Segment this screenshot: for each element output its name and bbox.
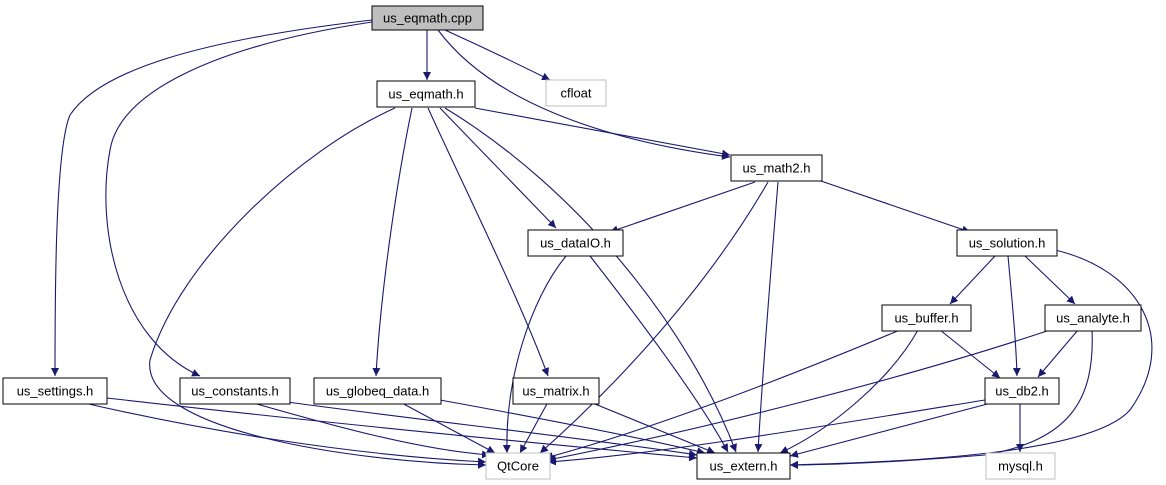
node-label: us_constants.h: [191, 384, 278, 399]
node-us-db2-h[interactable]: us_db2.h: [984, 377, 1060, 405]
node-label: us_dataIO.h: [540, 236, 611, 251]
edge-us-eqmath-cpp-to-us-settings-h: [51, 19, 373, 377]
edge-us-db2-h-to-us-extern-h: [789, 401, 996, 458]
edge-us-solution-h-to-us-analyte-h: [1024, 255, 1076, 305]
edge-us-globeq-data-h-to-qtcore: [399, 401, 496, 454]
node-label: QtCore: [497, 459, 539, 474]
node-label: us_eqmath.h: [388, 87, 463, 102]
edge-us-buffer-h-to-qtcore: [544, 329, 901, 460]
edge-us-matrix-h-to-us-extern-h: [589, 401, 716, 454]
edge-us-constants-h-to-qtcore: [249, 401, 491, 459]
edge-us-buffer-h-to-us-db2-h: [939, 329, 1001, 379]
edge-us-settings-h-to-us-extern-h: [106, 397, 698, 462]
edge-us-eqmath-h-to-us-extern-h: [444, 107, 737, 453]
node-label: us_matrix.h: [522, 384, 589, 399]
edge-us-analyte-h-to-us-db2-h: [1037, 329, 1079, 378]
node-label: us_db2.h: [995, 384, 1049, 399]
node-label: cfloat: [560, 86, 591, 101]
edge-us-globeq-data-h-to-us-extern-h: [439, 399, 706, 456]
edge-us-eqmath-cpp-to-us-constants-h: [105, 21, 373, 377]
edge-us-solution-h-to-us-db2-h: [1007, 255, 1021, 377]
node-label: us_settings.h: [17, 384, 94, 399]
node-label: us_math2.h: [743, 161, 811, 176]
edge-us-settings-h-to-qtcore: [79, 401, 487, 466]
node-us-settings-h[interactable]: us_settings.h: [2, 377, 108, 405]
edge-us-constants-h-to-us-extern-h: [286, 401, 698, 458]
node-us-extern-h[interactable]: us_extern.h: [696, 452, 791, 480]
edge-us-math2-h-to-us-extern-h: [754, 181, 779, 453]
edge-us-matrix-h-to-qtcore: [519, 401, 549, 454]
edge-us-analyte-h-to-us-extern-h: [789, 329, 1093, 469]
node-us-analyte-h[interactable]: us_analyte.h: [1044, 304, 1142, 332]
edge-us-eqmath-cpp-to-cfloat: [444, 29, 551, 81]
node-label: us_buffer.h: [894, 311, 958, 326]
edge-us-eqmath-h-to-us-globeq-data-h: [372, 107, 413, 377]
edge-us-eqmath-h-to-us-math2-h: [474, 107, 731, 158]
edge-us-analyte-h-to-qtcore: [547, 329, 1051, 463]
node-qtcore[interactable]: QtCore: [485, 452, 551, 480]
edge-us-eqmath-h-to-us-matrix-h: [427, 107, 549, 377]
edge-us-eqmath-cpp-to-us-math2-h: [437, 29, 731, 160]
edge-us-math2-h-to-us-solution-h: [817, 179, 971, 234]
node-label: us_eqmath.cpp: [383, 11, 472, 26]
node-us-constants-h[interactable]: us_constants.h: [179, 377, 291, 405]
node-us-eqmath-h[interactable]: us_eqmath.h: [376, 80, 476, 108]
node-cfloat[interactable]: cfloat: [545, 79, 607, 107]
node-label: mysql.h: [998, 459, 1043, 474]
node-mysql-h[interactable]: mysql.h: [985, 452, 1056, 480]
nodes-layer: us_eqmath.cpp cfloat us_eqmath.h us_math…: [2, 5, 1142, 480]
node-label: us_extern.h: [710, 459, 778, 474]
edge-us-eqmath-h-to-us-dataio-h: [439, 107, 557, 229]
node-us-solution-h[interactable]: us_solution.h: [956, 229, 1058, 257]
edge-us-solution-h-to-us-extern-h: [789, 249, 1153, 469]
node-us-globeq-data-h[interactable]: us_globeq_data.h: [313, 377, 442, 405]
edge-us-eqmath-h-to-qtcore: [149, 107, 487, 469]
edge-us-dataio-h-to-qtcore: [502, 255, 567, 454]
node-us-buffer-h[interactable]: us_buffer.h: [881, 304, 972, 332]
node-us-eqmath-cpp[interactable]: us_eqmath.cpp: [371, 5, 484, 31]
node-us-matrix-h[interactable]: us_matrix.h: [512, 377, 600, 405]
edge-us-db2-h-to-qtcore: [547, 399, 986, 466]
edge-us-dataio-h-to-us-extern-h: [589, 255, 729, 453]
edge-us-math2-h-to-us-dataio-h: [609, 181, 756, 234]
node-label: us_solution.h: [969, 236, 1046, 251]
node-label: us_analyte.h: [1056, 311, 1130, 326]
node-label: us_globeq_data.h: [326, 384, 429, 399]
edges-layer: [51, 19, 1153, 469]
node-us-dataio-h[interactable]: us_dataIO.h: [527, 229, 624, 257]
edge-us-math2-h-to-qtcore: [539, 181, 769, 454]
node-us-math2-h[interactable]: us_math2.h: [730, 154, 823, 182]
edge-us-buffer-h-to-us-extern-h: [779, 329, 919, 454]
edge-us-solution-h-to-us-buffer-h: [949, 255, 996, 305]
